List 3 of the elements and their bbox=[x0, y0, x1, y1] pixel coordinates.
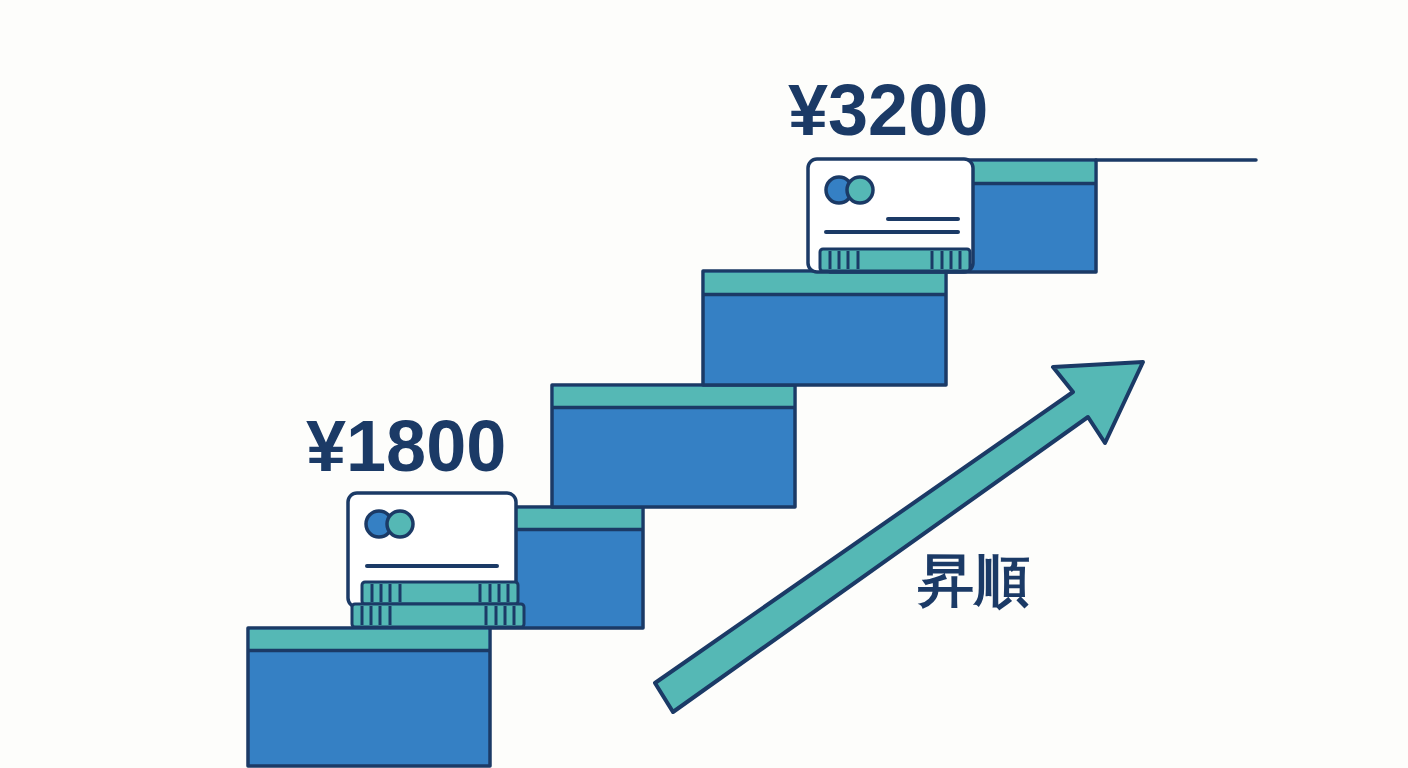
price-label: ¥3200 bbox=[788, 74, 989, 146]
direction-label: 昇順 bbox=[918, 553, 1030, 609]
price-label: ¥1800 bbox=[306, 410, 507, 482]
